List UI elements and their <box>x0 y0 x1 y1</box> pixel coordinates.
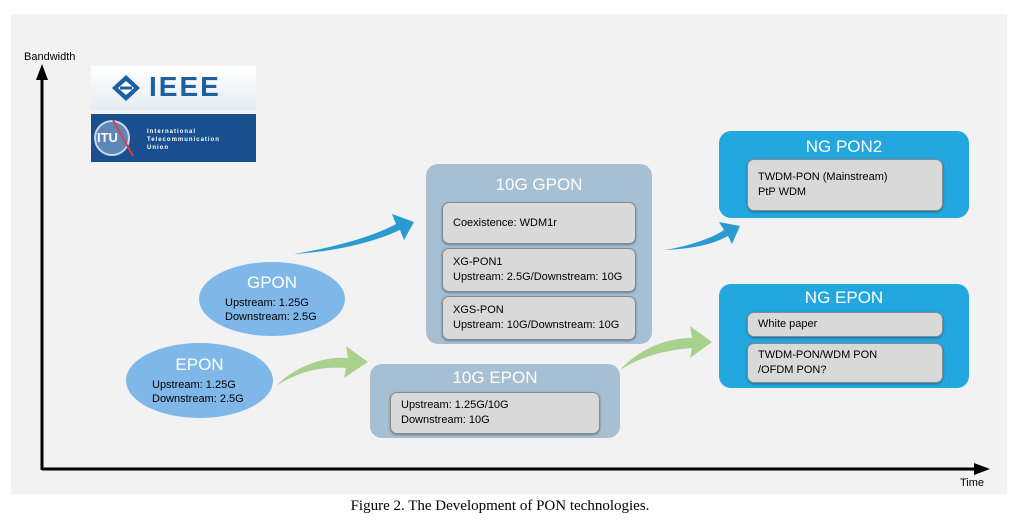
card-ng-pon2-title: NG PON2 <box>805 137 883 156</box>
card-ng-epon-item: TWDM-PON/WDM PON /OFDM PON? <box>747 343 943 383</box>
ieee-logo: IEEE <box>91 66 256 110</box>
epon-node: EPON Upstream: 1.25G Downstream: 2.5G <box>126 343 273 418</box>
card-10g-gpon-item: Coexistence: WDM1r <box>442 202 636 244</box>
card-ng-epon-title: NG EPON <box>804 288 884 307</box>
card-10g-gpon-item: XGS-PON Upstream: 10G/Downstream: 10G <box>442 296 636 340</box>
gpon-title: GPON <box>246 273 298 292</box>
figure-caption: Figure 2. The Development of PON technol… <box>350 498 650 514</box>
itu-slash-icon <box>112 119 134 157</box>
card-ng-pon2: NG PON2 TWDM-PON (Mainstream) PtP WDM <box>719 131 969 218</box>
itu-name: International Telecommunication Union <box>147 129 220 151</box>
arrow-epon-to-10g <box>276 346 368 386</box>
itu-logo: ITU International Telecommunication Unio… <box>91 114 256 162</box>
gpon-node: GPON Upstream: 1.25G Downstream: 2.5G <box>199 262 345 336</box>
card-10g-epon-item: Upstream: 1.25G/10G Downstream: 10G <box>390 392 600 434</box>
card-ng-epon-item: White paper <box>747 312 943 337</box>
card-10g-gpon: 10G GPON Coexistence: WDM1r XG-PON1 Upst… <box>426 164 652 344</box>
card-10g-epon-title: 10G EPON <box>452 368 538 387</box>
card-10g-gpon-item: XG-PON1 Upstream: 2.5G/Downstream: 10G <box>442 248 636 292</box>
epon-title: EPON <box>175 355 224 374</box>
y-axis-label: Bandwidth <box>24 51 76 63</box>
gpon-details: Upstream: 1.25G Downstream: 2.5G <box>225 297 317 323</box>
card-ng-epon: NG EPON White paper TWDM-PON/WDM PON /OF… <box>719 284 969 388</box>
ieee-text: IEEE <box>149 71 221 102</box>
x-axis-label: Time <box>960 477 985 489</box>
card-10g-gpon-title: 10G GPON <box>495 175 583 194</box>
ieee-diamond-icon <box>112 75 140 101</box>
epon-details: Upstream: 1.25G Downstream: 2.5G <box>152 379 244 405</box>
card-ng-pon2-item: TWDM-PON (Mainstream) PtP WDM <box>747 159 943 211</box>
arrow-gpon-to-10g <box>294 214 414 254</box>
arrow-10g-to-ngpon2 <box>664 222 740 250</box>
itu-badge-text: ITU <box>97 130 118 145</box>
arrow-10g-to-ngepon <box>620 326 712 370</box>
card-10g-epon: 10G EPON Upstream: 1.25G/10G Downstream:… <box>370 364 620 438</box>
